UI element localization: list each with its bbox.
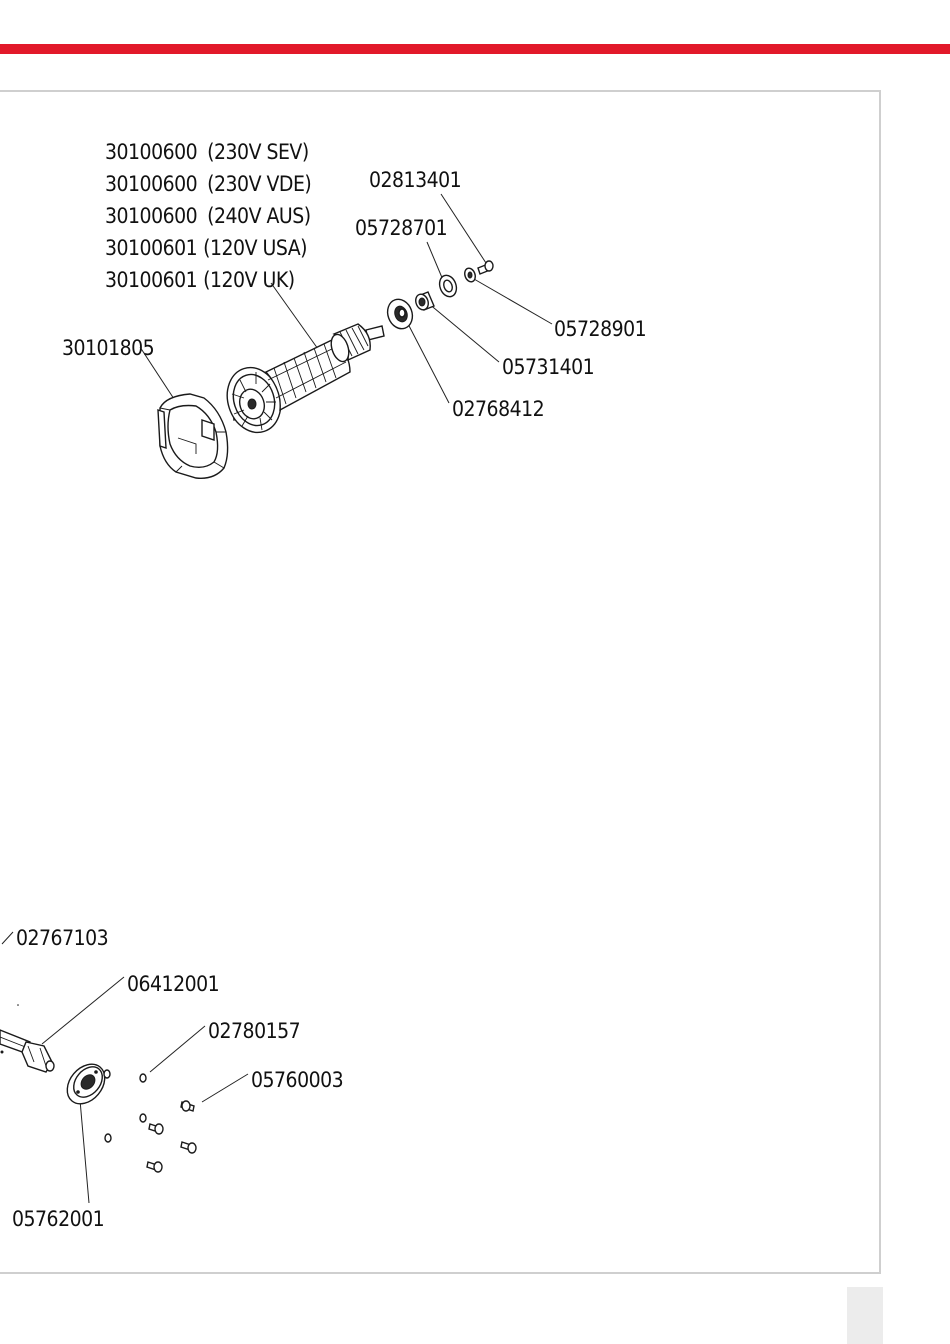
motor-label-2[interactable]: 30100600(230V VDE) [105,172,311,196]
motor-label-4[interactable]: 30100601(120V USA) [105,236,307,260]
sleeve-part[interactable] [414,292,434,312]
part-label-02767103[interactable]: 02767103 [16,926,108,950]
part-label-05728901[interactable]: 05728901 [554,317,646,341]
motor-label-3[interactable]: 30100600(240V AUS) [105,204,311,228]
stator-housing-part[interactable] [158,394,228,478]
armature-rotor-part[interactable] [219,324,384,439]
part-label-02813401[interactable]: 02813401 [369,168,461,192]
part-label-05760003[interactable]: 05760003 [251,1068,343,1092]
motor-label-5[interactable]: 30100601(120V UK) [105,268,295,292]
ball-bearing-part[interactable] [384,296,417,332]
motor-variant-list: 30100600(230V SEV) 30100600(230V VDE) 30… [105,140,311,292]
part-label-02780157[interactable]: 02780157 [208,1019,300,1043]
small-washer-part[interactable] [463,267,477,284]
part-label-02768412[interactable]: 02768412 [452,397,544,421]
part-label-05731401[interactable]: 05731401 [502,355,594,379]
flange-disc-part[interactable] [60,1057,113,1111]
part-label-05762001[interactable]: 05762001 [12,1207,104,1231]
part-label-06412001[interactable]: 06412001 [127,972,219,996]
motor-label-1[interactable]: 30100600(230V SEV) [105,140,309,164]
washer-part[interactable] [437,273,460,299]
small-washers[interactable] [104,1070,146,1142]
spindle-shaft-part[interactable] [0,1004,54,1072]
part-label-05728701[interactable]: 05728701 [355,216,447,240]
screw-part[interactable] [478,261,493,274]
mounting-screws[interactable] [147,1101,196,1172]
